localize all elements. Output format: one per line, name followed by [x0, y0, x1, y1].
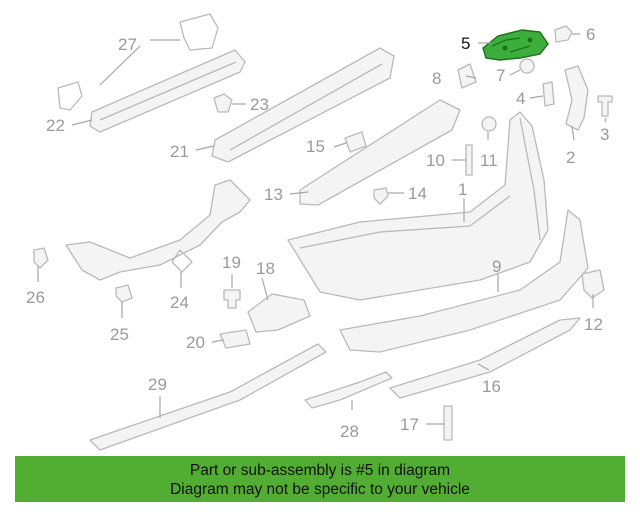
part-16-skid-plate [389, 317, 581, 399]
part-18-bracket [247, 293, 311, 333]
callout-2: 2 [566, 148, 575, 167]
parts-diagram: 27 22 23 21 15 13 14 8 7 4 6 5 3 2 10 11… [26, 13, 613, 451]
part-28-reflector [304, 371, 393, 409]
callout-10: 10 [426, 151, 445, 170]
callout-labels: 27 22 23 21 15 13 14 8 7 4 6 5 3 2 10 11… [26, 25, 609, 441]
part-14-screw [373, 187, 389, 205]
callout-17: 17 [400, 415, 419, 434]
info-banner: Part or sub-assembly is #5 in diagram Di… [15, 456, 625, 502]
part-27-bracket [57, 13, 219, 111]
callout-13: 13 [264, 185, 283, 204]
callout-4: 4 [516, 89, 525, 108]
part-24-hitch [65, 179, 251, 281]
part-12-part [581, 269, 605, 299]
part-21-absorber [211, 47, 395, 163]
part-26-screw [33, 247, 49, 269]
part-9-valance [339, 209, 589, 353]
callout-25: 25 [110, 325, 129, 344]
banner-line-1: Part or sub-assembly is #5 in diagram [189, 462, 451, 479]
callout-11: 11 [480, 151, 498, 170]
part-29-step-pad [89, 343, 327, 451]
callout-7: 7 [496, 66, 505, 85]
callout-14: 14 [408, 184, 427, 203]
part-7-nut [519, 58, 535, 74]
callout-26: 26 [26, 288, 45, 307]
part-23-screw [213, 93, 233, 113]
callout-20: 20 [186, 333, 205, 352]
part-11-grommet [481, 116, 497, 132]
leader-lines [37, 33, 607, 425]
part-19-plug [223, 289, 241, 309]
callout-23: 23 [250, 95, 269, 114]
callout-27: 27 [118, 35, 137, 54]
part-13-absorber [299, 99, 461, 206]
callout-28: 28 [340, 422, 359, 441]
callout-24: 24 [170, 293, 189, 312]
part-1-bumper-cover [287, 111, 549, 301]
part-2-bracket [564, 65, 589, 131]
callout-9: 9 [492, 257, 501, 276]
part-22-beam [89, 49, 246, 133]
part-3-bolt [597, 95, 613, 117]
part-4-clip [542, 81, 555, 107]
callout-19: 19 [222, 253, 241, 272]
banner-line-2: Diagram may not be specific to your vehi… [170, 481, 470, 498]
callout-21: 21 [170, 142, 189, 161]
part-17-fastener [443, 405, 453, 441]
callout-15: 15 [306, 137, 325, 156]
callout-8: 8 [432, 69, 441, 88]
part-25-screw [115, 284, 133, 303]
part-15-pad [344, 131, 367, 153]
callout-16: 16 [482, 377, 501, 396]
callout-6: 6 [586, 25, 595, 44]
callout-22: 22 [46, 116, 65, 135]
part-6-screw [554, 25, 573, 43]
callout-3: 3 [600, 125, 609, 144]
part-20-clip [219, 329, 251, 349]
part-10-pin [465, 144, 473, 176]
callout-12: 12 [584, 315, 603, 334]
callout-29: 29 [148, 375, 167, 394]
callout-5: 5 [461, 34, 470, 53]
part-5-highlighted [482, 29, 549, 61]
callout-18: 18 [256, 259, 275, 278]
callout-1: 1 [458, 180, 467, 199]
